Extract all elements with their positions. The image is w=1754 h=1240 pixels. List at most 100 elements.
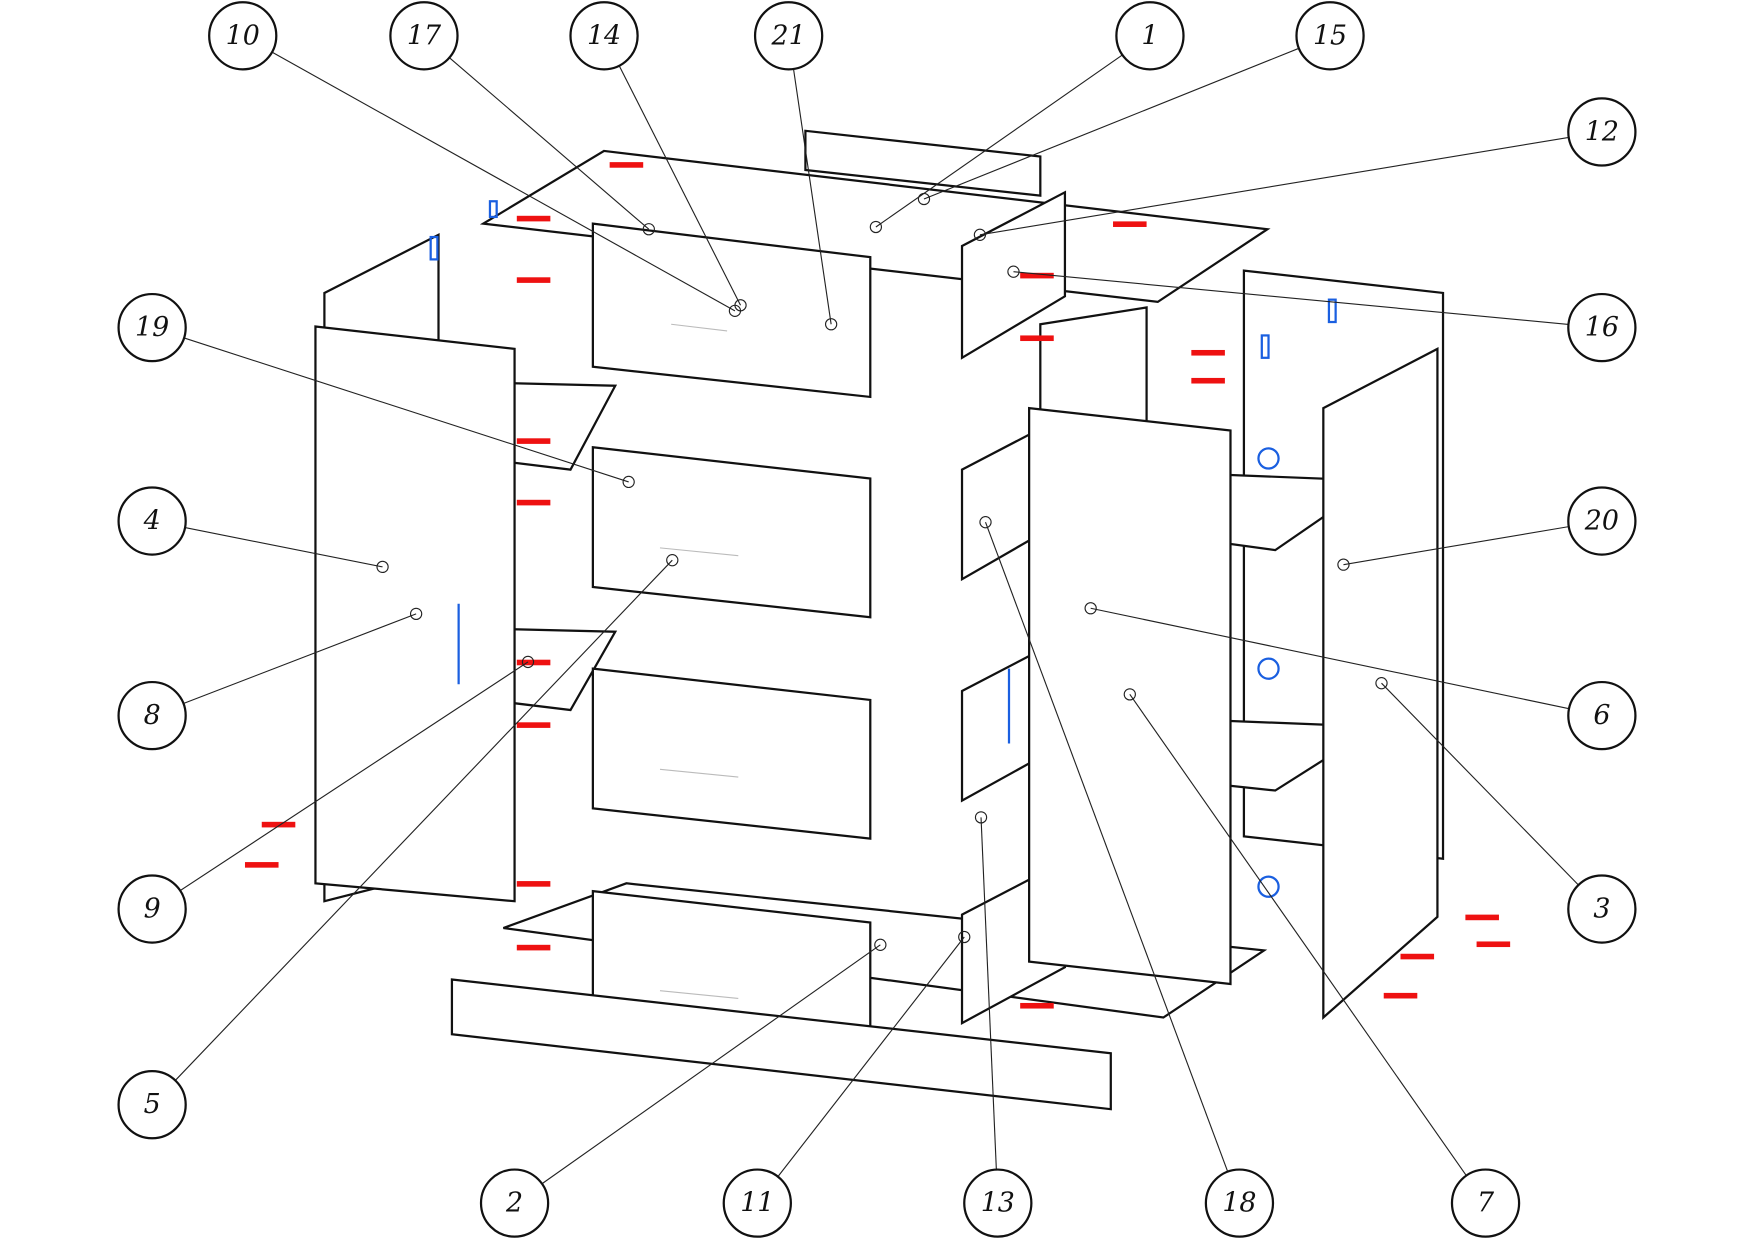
leader-endpoint xyxy=(1375,677,1388,690)
leader-endpoint xyxy=(622,475,635,489)
balloon-circle xyxy=(569,1,639,71)
balloon-4: 4 xyxy=(117,486,389,574)
leader-endpoint xyxy=(1007,265,1020,278)
balloon-number: 3 xyxy=(1593,894,1610,925)
balloon-number: 10 xyxy=(226,20,260,51)
leader-line xyxy=(979,136,1569,236)
leader-line xyxy=(174,559,673,1081)
balloon-14: 14 xyxy=(569,1,747,312)
leader-line xyxy=(541,944,881,1185)
balloon-16: 16 xyxy=(1007,265,1637,363)
leader-line xyxy=(1090,607,1570,710)
leader-endpoint xyxy=(1337,558,1350,571)
balloon-number: 12 xyxy=(1585,116,1619,147)
balloon-circle xyxy=(117,486,187,556)
balloon-circle xyxy=(722,1168,792,1238)
balloon-8: 8 xyxy=(117,607,423,751)
balloon-circle xyxy=(117,1070,187,1140)
balloon-2: 2 xyxy=(479,938,887,1238)
balloon-circle xyxy=(1115,1,1185,71)
leader-line xyxy=(183,337,629,483)
balloon-number: 8 xyxy=(144,700,161,731)
handle-2 xyxy=(659,547,739,557)
balloon-circle xyxy=(1295,1,1365,71)
balloon-number: 21 xyxy=(771,20,806,51)
balloon-circle xyxy=(479,1168,550,1238)
balloon-18: 18 xyxy=(979,516,1275,1238)
leader-endpoint xyxy=(409,607,423,620)
leader-line xyxy=(1381,682,1579,886)
balloon-20: 20 xyxy=(1337,486,1637,571)
balloon-number: 14 xyxy=(587,20,621,51)
leader-line xyxy=(875,54,1123,228)
balloon-number: 13 xyxy=(981,1188,1015,1219)
balloon-circle xyxy=(117,874,187,944)
balloon-circle xyxy=(1567,292,1637,363)
plinth xyxy=(450,978,1112,1111)
balloon-3: 3 xyxy=(1375,677,1637,944)
handle-4 xyxy=(659,990,739,1000)
balloon-number: 5 xyxy=(144,1089,161,1120)
balloon-number: 19 xyxy=(135,312,169,343)
leader-line xyxy=(1343,526,1569,566)
leader-endpoint xyxy=(376,560,389,574)
leader-line xyxy=(923,47,1300,200)
drawer-front-1 xyxy=(591,222,872,399)
leader-line xyxy=(1013,271,1569,325)
leader-endpoint xyxy=(869,220,883,234)
balloon-17: 17 xyxy=(389,1,655,236)
right-side-panel xyxy=(1322,347,1439,1020)
balloon-circle xyxy=(208,1,278,71)
balloon-number: 15 xyxy=(1313,20,1347,51)
back-top-rail xyxy=(804,129,1042,197)
balloon-number: 16 xyxy=(1585,312,1619,343)
balloon-circle xyxy=(389,1,459,71)
balloon-5: 5 xyxy=(117,554,679,1140)
drawer-front-3 xyxy=(591,667,872,840)
balloon-number: 9 xyxy=(144,894,161,925)
balloon-number: 1 xyxy=(1141,20,1158,51)
balloon-circle xyxy=(753,1,824,71)
balloon-10: 10 xyxy=(208,1,742,317)
leader-endpoint xyxy=(666,554,679,567)
balloon-circle xyxy=(963,1168,1033,1238)
leader-endpoint xyxy=(642,223,655,236)
balloon-number: 17 xyxy=(407,20,442,51)
leader-endpoint xyxy=(1084,602,1097,615)
balloon-number: 2 xyxy=(505,1188,523,1219)
balloon-circle xyxy=(1567,874,1637,944)
balloon-6: 6 xyxy=(1084,602,1637,751)
fasteners xyxy=(244,162,1511,1009)
balloon-circle xyxy=(1567,486,1637,556)
leader-line xyxy=(1129,694,1467,1176)
leader-endpoint xyxy=(521,655,535,669)
leader-line xyxy=(792,68,832,325)
leader-line xyxy=(777,936,965,1177)
balloon-21: 21 xyxy=(753,1,838,331)
balloon-number: 4 xyxy=(143,506,161,537)
leader-endpoint xyxy=(874,938,887,951)
right-door xyxy=(1028,406,1232,986)
leader-line xyxy=(984,521,1229,1172)
balloon-circle xyxy=(1567,97,1637,167)
balloon-circle xyxy=(117,292,187,363)
balloon-number: 20 xyxy=(1584,506,1619,537)
leader-line xyxy=(980,817,997,1170)
handle-1 xyxy=(671,323,728,332)
leader-endpoint xyxy=(734,299,747,312)
balloon-13: 13 xyxy=(963,811,1033,1238)
balloon-15: 15 xyxy=(917,1,1365,206)
leader-line xyxy=(183,613,417,705)
balloon-1: 1 xyxy=(869,1,1185,234)
balloon-number: 6 xyxy=(1593,700,1610,731)
balloon-7: 7 xyxy=(1123,688,1521,1238)
balloon-circle xyxy=(1450,1168,1521,1238)
leader-line xyxy=(184,527,383,568)
balloon-circle xyxy=(1567,680,1637,751)
leader-endpoint xyxy=(824,318,838,331)
balloon-9: 9 xyxy=(117,655,535,944)
balloon-circle xyxy=(1204,1168,1275,1238)
balloon-circle xyxy=(117,680,187,751)
drawer-front-2 xyxy=(591,445,872,619)
